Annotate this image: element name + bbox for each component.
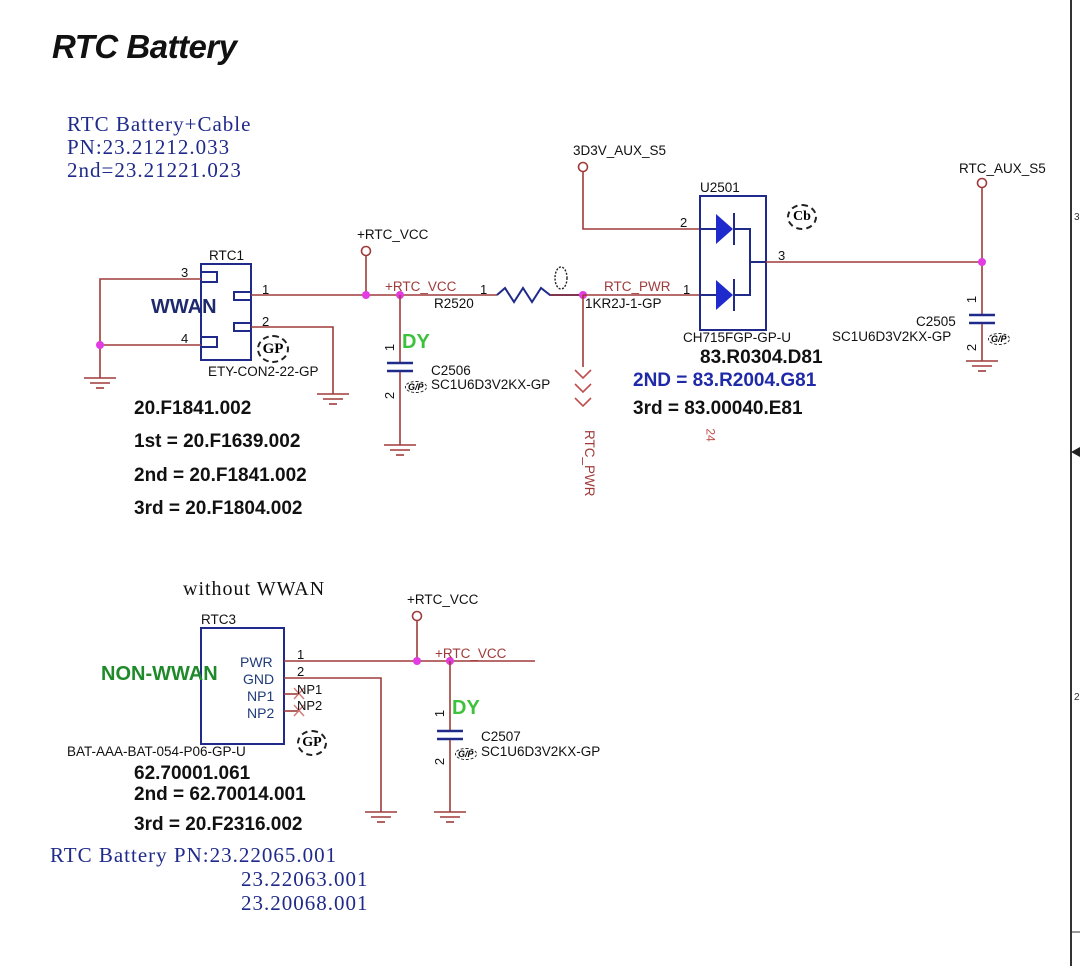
ground-icon [965, 360, 999, 372]
power-net-label: 3D3V_AUX_S5 [573, 143, 667, 158]
power-port-icon [360, 245, 372, 257]
u2501-diode-symbol [699, 195, 767, 331]
pin-number: 1 [382, 343, 398, 352]
power-net-label: +RTC_VCC [407, 592, 479, 607]
pin-name: PWR [240, 654, 273, 670]
pin-number: 3 [778, 248, 786, 263]
part-number: 62.70001.061 [134, 763, 251, 784]
pin-number: 1 [964, 295, 980, 304]
pin-number: NP1 [297, 682, 323, 697]
pin-number: 1 [480, 282, 488, 297]
page-title: RTC Battery [52, 28, 237, 65]
power-port-icon [411, 610, 423, 622]
u2501-part: CH715FGP-GP-U [683, 330, 792, 345]
gp-badge-icon: GP [297, 730, 327, 756]
junction-dot [96, 341, 104, 349]
non-wwan-label: NON-WWAN [101, 663, 218, 685]
ground-icon [364, 811, 398, 823]
net-label: +RTC_VCC [435, 646, 507, 661]
rtc1-ref: RTC1 [209, 248, 245, 263]
junction-dot [413, 657, 421, 665]
junction-dot [978, 258, 986, 266]
dy-label: DY [452, 697, 480, 719]
battery-cable-note: RTC Battery+Cable PN:23.21212.033 2nd=23… [67, 113, 251, 182]
gp-badge-icon: G/P [455, 748, 477, 760]
part-number: 3rd = 20.F2316.002 [134, 814, 303, 835]
power-port-icon [976, 177, 988, 189]
pin-name: GND [243, 671, 275, 687]
junction-dot [362, 291, 370, 299]
power-port-icon [577, 161, 589, 173]
rtc1-part: ETY-CON2-22-GP [208, 364, 319, 379]
gp-badge-icon: GP [257, 335, 289, 363]
part-number: 1st = 20.F1639.002 [134, 431, 301, 452]
pin-number: 2 [297, 664, 305, 679]
gp-badge-icon: G/P [405, 381, 427, 393]
pin-number: NP2 [297, 698, 323, 713]
border-arrow-icon [1071, 447, 1080, 457]
pin-number: 4 [181, 331, 189, 346]
pin-number: 1 [432, 709, 448, 718]
part-number: 20.F1841.002 [134, 398, 252, 419]
pin-number: 2 [382, 391, 398, 400]
pin-number: 2 [432, 757, 448, 766]
pin-name: NP1 [247, 688, 275, 704]
power-net-label: +RTC_VCC [357, 227, 429, 242]
without-wwan-note: without WWAN [183, 578, 326, 600]
power-net-label: RTC_AUX_S5 [959, 161, 1046, 176]
part-number: 3rd = 83.00040.E81 [633, 398, 803, 419]
rtc1-connector-symbol [200, 263, 252, 361]
part-number: 2nd = 62.70014.001 [134, 784, 306, 805]
battery-pn-line: RTC Battery PN:23.22065.001 [50, 843, 338, 867]
rtc3-part: BAT-AAA-BAT-054-P06-GP-U [67, 744, 246, 759]
battery-pn-line: 23.22063.001 [241, 867, 369, 891]
cb-badge-icon: Cb [787, 204, 817, 230]
battery-pn-line: 23.20068.001 [241, 891, 369, 915]
zone-mark: 2 [1074, 692, 1080, 703]
c2505-value: SC1U6D3V2KX-GP [832, 329, 952, 344]
gp-marker-icon [554, 266, 568, 290]
part-number: 83.R0304.D81 [700, 347, 823, 368]
dy-label: DY [402, 331, 430, 353]
c2505-ref: C2505 [916, 314, 956, 329]
ground-icon [383, 444, 417, 456]
offpage-net-label: RTC_PWR [582, 430, 597, 497]
ground-icon [316, 393, 350, 405]
pin-number: 1 [297, 647, 305, 662]
ground-icon [83, 377, 117, 389]
c2506-value: SC1U6D3V2KX-GP [431, 377, 551, 392]
net-label: RTC_PWR [604, 279, 671, 294]
page-ref: 24 [703, 428, 718, 442]
gp-badge-icon: G/P [988, 333, 1010, 345]
no-connect-icon [293, 687, 305, 717]
zone-mark: 3 [1074, 212, 1080, 223]
ground-icon [433, 811, 467, 823]
pin-number: 3 [181, 265, 189, 280]
pin-number: 1 [262, 282, 270, 297]
r2520-resistor-symbol [496, 286, 583, 304]
c2507-value: SC1U6D3V2KX-GP [481, 744, 601, 759]
r2520-ref: R2520 [434, 296, 474, 311]
rtc3-ref: RTC3 [201, 612, 237, 627]
c2506-ref: C2506 [431, 363, 471, 378]
part-number: 2nd = 20.F1841.002 [134, 465, 307, 486]
wwan-label: WWAN [151, 296, 217, 318]
pin-number: 2 [262, 314, 270, 329]
part-number: 3rd = 20.F1804.002 [134, 498, 303, 519]
pin-number: 2 [680, 215, 688, 230]
part-number: 2ND = 83.R2004.G81 [633, 370, 817, 391]
note-line: RTC Battery+Cable [67, 112, 252, 136]
pin-number: 1 [683, 282, 691, 297]
note-line: PN:23.21212.033 [67, 135, 231, 159]
u2501-ref: U2501 [700, 180, 740, 195]
pin-number: 2 [964, 343, 980, 352]
offpage-connector-icon [574, 369, 592, 408]
c2507-ref: C2507 [481, 729, 521, 744]
net-label: +RTC_VCC [385, 279, 457, 294]
r2520-value: 1KR2J-1-GP [585, 296, 662, 311]
rtc3-connector-symbol [200, 627, 285, 745]
pin-name: NP2 [247, 705, 275, 721]
note-line: 2nd=23.21221.023 [67, 158, 242, 182]
